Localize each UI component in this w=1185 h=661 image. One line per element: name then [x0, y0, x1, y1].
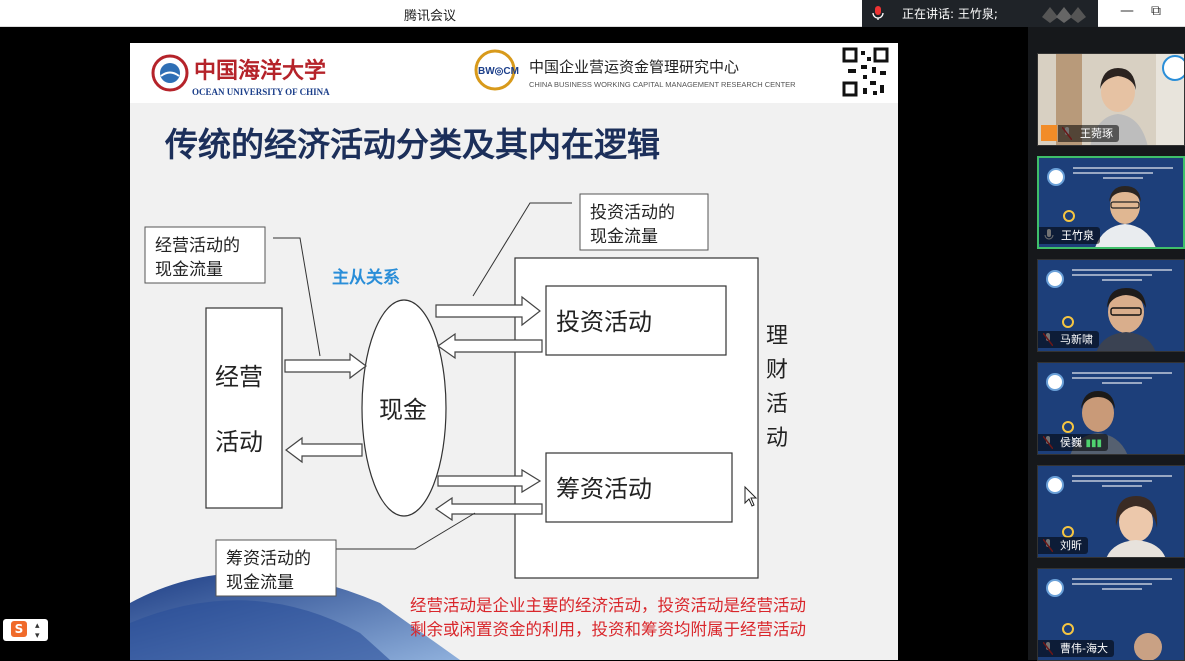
- research-center-logo: BW◎CM: [474, 49, 519, 91]
- participant-name: 王竹泉: [1039, 227, 1100, 244]
- ime-indicator[interactable]: S ▴▾: [3, 619, 48, 641]
- finance-mgmt-char2: 财: [766, 358, 788, 383]
- university-logo: [151, 54, 189, 92]
- chevron-icon: ▴▾: [35, 621, 40, 641]
- finance-mgmt-char3: 活: [766, 392, 788, 417]
- participant-name: 曹伟-海大: [1038, 640, 1114, 657]
- finance-mgmt-char1: 理: [766, 324, 788, 349]
- speaking-indicator: 正在讲话: 王竹泉;: [862, 0, 1098, 27]
- participant-name: 王菀琢: [1058, 125, 1119, 142]
- avatar-placeholder-icon: [1041, 125, 1057, 141]
- arrow-cash-to-fin: [437, 468, 542, 494]
- relation-label: 主从关系: [332, 267, 400, 288]
- ime-icon: S: [11, 621, 27, 637]
- mouse-cursor-icon: [744, 485, 758, 507]
- footnote-line1: 经营活动是企业主要的经济活动，投资活动是经营活动: [410, 596, 806, 615]
- window-titlebar: 腾讯会议 正在讲话: 王竹泉; — ⧉: [0, 0, 1185, 27]
- research-center-name-en: CHINA BUSINESS WORKING CAPITAL MANAGEMEN…: [529, 80, 796, 89]
- investing-activities-label: 投资活动: [556, 308, 652, 336]
- participant-name: 马新啸: [1038, 331, 1099, 348]
- background-logo-icon: [1046, 373, 1064, 391]
- investing-activities-box: [545, 285, 727, 356]
- label-opcash-line2: 现金流量: [155, 260, 223, 280]
- participant-name: 刘昕: [1038, 537, 1088, 554]
- audio-level-icon: ▮▮▮: [1085, 438, 1103, 449]
- participant-tile[interactable]: 侯巍 ▮▮▮: [1037, 362, 1185, 455]
- shared-slide: 中国海洋大学 OCEAN UNIVERSITY OF CHINA BW◎CM 中…: [130, 43, 898, 660]
- participant-tile[interactable]: 马新啸: [1037, 259, 1185, 352]
- arrow-fin-to-cash: [434, 496, 543, 522]
- participant-tile[interactable]: 王菀琢: [1037, 53, 1185, 146]
- footnote-line2: 剩余或闲置资金的利用，投资和筹资均附属于经营活动: [410, 620, 806, 639]
- participant-tile[interactable]: 王竹泉: [1037, 156, 1185, 249]
- label-invcash-line2: 现金流量: [590, 227, 658, 247]
- operating-activities-line2: 活动: [215, 428, 263, 456]
- participant-name: 侯巍 ▮▮▮: [1038, 434, 1109, 451]
- mic-icon: [872, 6, 884, 20]
- slide-title: 传统的经济活动分类及其内在逻辑: [164, 125, 660, 164]
- background-logo-icon: [1046, 270, 1064, 288]
- university-name-cn: 中国海洋大学: [194, 58, 326, 84]
- qr-code: [841, 46, 891, 99]
- participant-gallery: 王菀琢 王竹泉 马新啸: [1028, 27, 1185, 661]
- finance-mgmt-char4: 动: [766, 426, 788, 451]
- university-name-en: OCEAN UNIVERSITY OF CHINA: [192, 87, 330, 97]
- svg-text:BW◎CM: BW◎CM: [478, 66, 519, 77]
- arrow-cash-to-op: [285, 436, 363, 464]
- participant-tile[interactable]: 刘昕: [1037, 465, 1185, 558]
- signal-icon: [1042, 7, 1086, 23]
- cash-ellipse: [361, 299, 447, 517]
- label-fincash-line1: 筹资活动的: [226, 549, 311, 569]
- speaking-label: 正在讲话: 王竹泉;: [902, 7, 998, 21]
- label-fincash-line2: 现金流量: [226, 573, 294, 593]
- background-logo-icon: [1046, 579, 1064, 597]
- arrow-inv-to-cash: [436, 332, 543, 360]
- research-center-name-cn: 中国企业营运资金管理研究中心: [529, 58, 739, 76]
- operating-activities-line1: 经营: [215, 363, 263, 391]
- restore-button[interactable]: ⧉: [1151, 3, 1161, 19]
- label-invcash-line1: 投资活动的: [590, 203, 675, 223]
- participant-tile[interactable]: 曹伟-海大: [1037, 568, 1185, 661]
- arrow-op-to-cash: [284, 352, 367, 380]
- minimize-button[interactable]: —: [1120, 3, 1134, 19]
- slide-canvas: 中国海洋大学 OCEAN UNIVERSITY OF CHINA BW◎CM 中…: [130, 43, 898, 660]
- financing-activities-box: [545, 452, 733, 523]
- operating-activities-box: [205, 307, 283, 509]
- arrow-cash-to-inv: [435, 295, 541, 327]
- cash-label: 现金: [379, 396, 427, 424]
- background-logo-icon: [1046, 476, 1064, 494]
- window-title: 腾讯会议: [403, 9, 456, 24]
- financing-activities-label: 筹资活动: [556, 475, 652, 503]
- label-opcash-line1: 经营活动的: [155, 236, 240, 256]
- background-logo-icon: [1047, 168, 1065, 186]
